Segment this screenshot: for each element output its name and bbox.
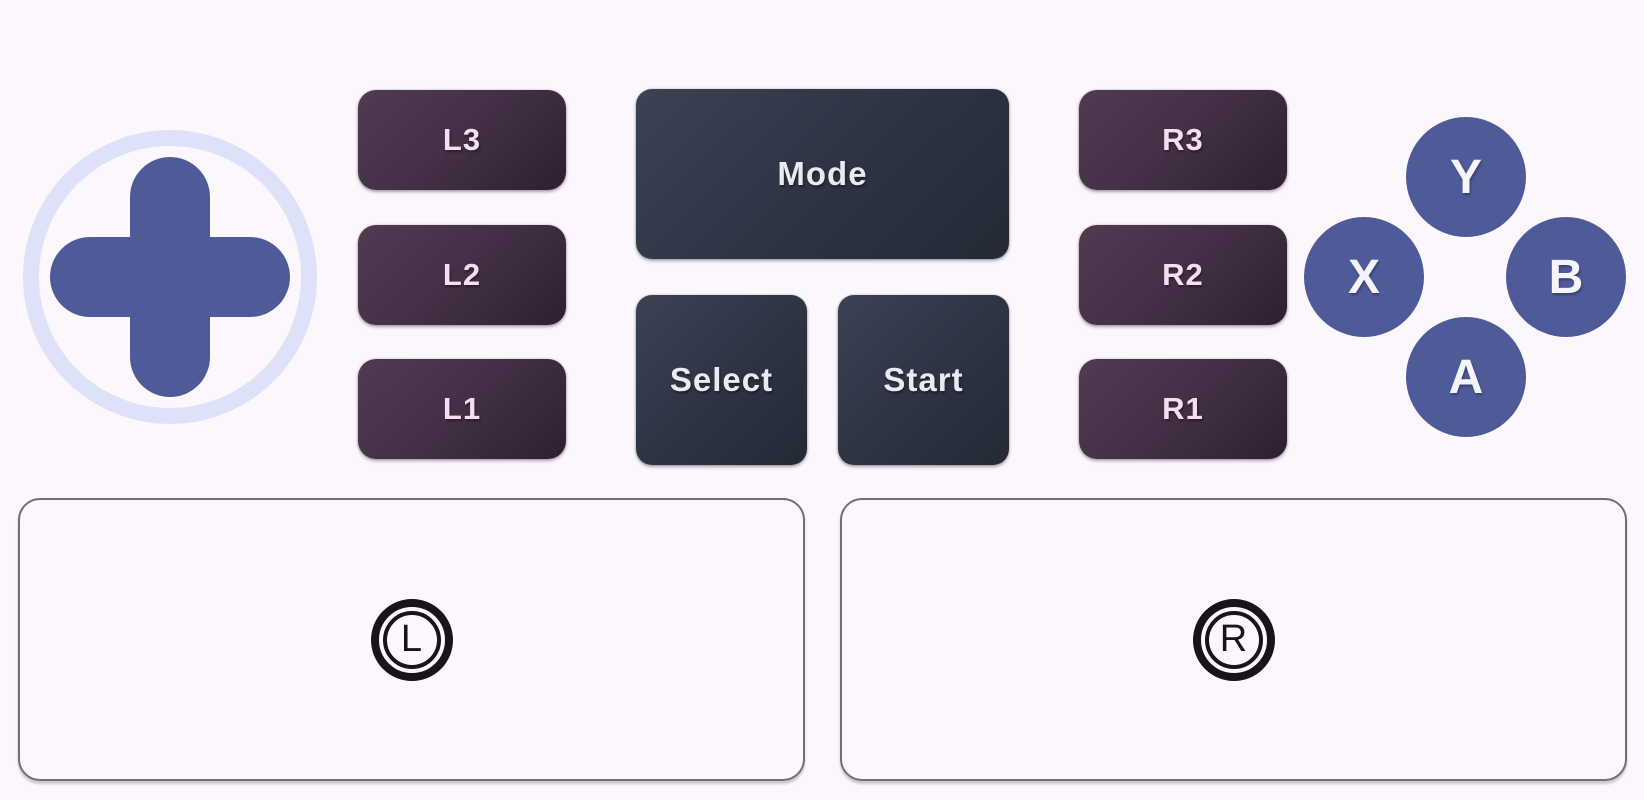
button-r2[interactable]: R2 bbox=[1079, 225, 1287, 325]
button-r3[interactable]: R3 bbox=[1079, 90, 1287, 190]
right-stick-panel: R bbox=[840, 498, 1627, 781]
right-stick-label: R bbox=[1204, 610, 1263, 669]
button-start[interactable]: Start bbox=[838, 295, 1009, 465]
button-l1[interactable]: L1 bbox=[358, 359, 566, 459]
button-l3[interactable]: L3 bbox=[358, 90, 566, 190]
circled-l-icon: L bbox=[370, 598, 453, 681]
circled-r-icon: R bbox=[1192, 598, 1275, 681]
button-y[interactable]: Y bbox=[1406, 117, 1526, 237]
button-l2[interactable]: L2 bbox=[358, 225, 566, 325]
button-a[interactable]: A bbox=[1406, 317, 1526, 437]
button-r1[interactable]: R1 bbox=[1079, 359, 1287, 459]
dpad-cross-icon[interactable] bbox=[50, 237, 290, 317]
button-select[interactable]: Select bbox=[636, 295, 807, 465]
button-b[interactable]: B bbox=[1506, 217, 1626, 337]
left-stick-panel: L bbox=[18, 498, 805, 781]
button-mode[interactable]: Mode bbox=[636, 89, 1009, 259]
left-stick-label: L bbox=[382, 610, 441, 669]
button-x[interactable]: X bbox=[1304, 217, 1424, 337]
